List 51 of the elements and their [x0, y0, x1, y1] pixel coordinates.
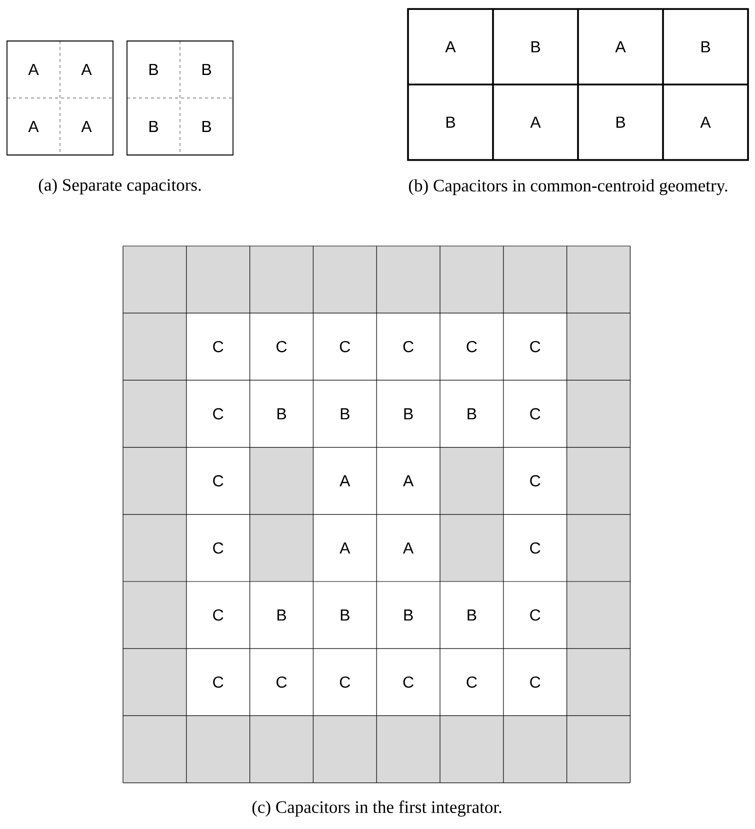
cell-letter: B [149, 64, 158, 75]
caption: (a) Separate capacitors. [38, 178, 201, 194]
caption: (c) Capacitors in the first integrator. [252, 800, 502, 817]
cell-letter: A [28, 64, 39, 75]
cell-letter: A [700, 116, 711, 128]
cell-letter: C [530, 408, 540, 420]
cell-letter: A [81, 64, 92, 75]
cell-letter: C [213, 609, 224, 621]
cell-letter: C [403, 340, 414, 352]
cell-letter: C [213, 542, 224, 554]
cell-letter: C [530, 340, 540, 352]
cell-letter: B [202, 64, 211, 75]
cell-letter: A [530, 116, 541, 128]
cell-letter: A [403, 475, 414, 486]
caption: (b) Capacitors in common-centroid geometry. [408, 179, 728, 196]
cell-letter: C [276, 676, 287, 688]
cell-letter: A [340, 542, 350, 554]
cell-letter: B [277, 408, 286, 420]
cell-letter: C [213, 676, 224, 688]
cell-letter: C [340, 676, 350, 688]
cell-letter: A [28, 121, 39, 132]
cell-letter: B [468, 610, 476, 620]
cell-letter: B [340, 408, 350, 420]
cell-letter: C [530, 542, 540, 554]
cell-letter: C [276, 340, 287, 352]
cell-letter: B [202, 121, 211, 132]
cell-letter: C [466, 340, 477, 352]
cell-letter: A [81, 121, 92, 132]
cell-letter: B [340, 610, 350, 620]
cell-letter: A [403, 542, 414, 554]
cell-letter: B [446, 116, 455, 128]
cell-letter: B [468, 408, 476, 420]
cell-letter: A [445, 41, 456, 52]
cell-letter: C [466, 676, 477, 688]
cell-letter: B [149, 121, 158, 132]
cell-letter: B [532, 41, 540, 52]
cell-letter: C [530, 609, 540, 621]
cell-letter: B [616, 116, 625, 128]
cell-letter: B [277, 610, 286, 620]
cell-letter: C [213, 475, 224, 486]
cell-letter: C [403, 676, 414, 688]
cell-letter: C [340, 340, 350, 352]
cell-letter: A [615, 41, 626, 52]
cell-letter: C [213, 408, 224, 420]
cell-letter: C [530, 676, 540, 688]
cell-letter: B [702, 41, 710, 52]
cell-letter: B [404, 408, 413, 420]
cell-letter: C [530, 475, 540, 486]
cell-letter: C [213, 340, 224, 352]
cell-letter: A [340, 475, 350, 486]
cell-letter: B [404, 610, 413, 620]
